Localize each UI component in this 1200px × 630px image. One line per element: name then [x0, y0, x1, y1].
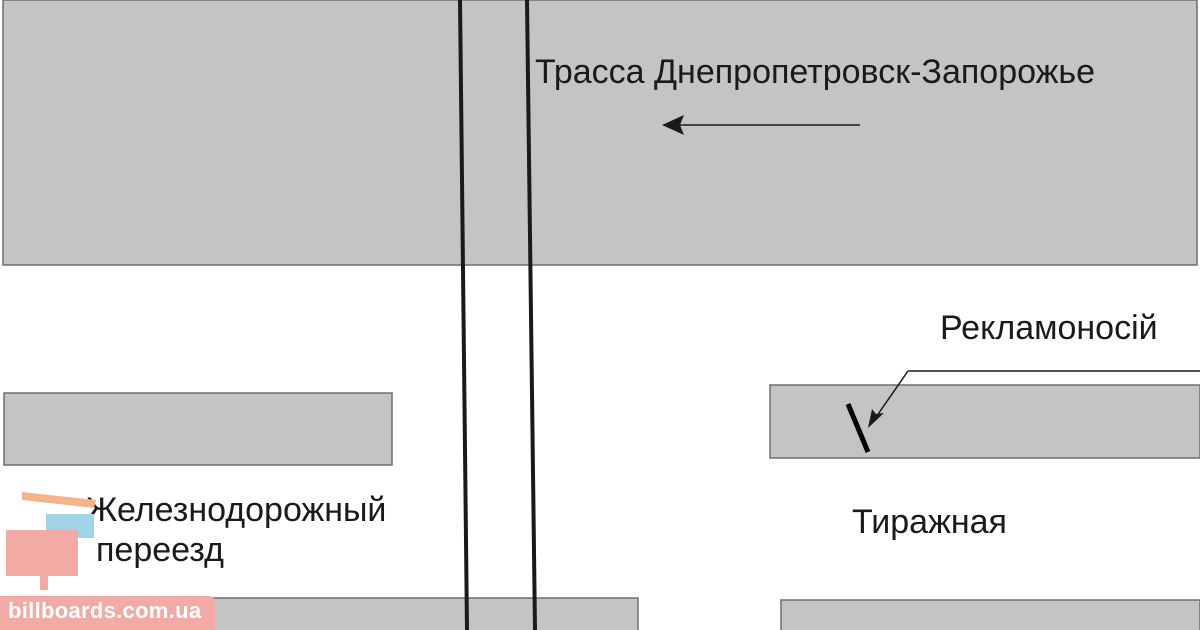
block-right-middle: [769, 384, 1200, 459]
highway-block: [2, 0, 1198, 266]
billboard-marker-icon: [845, 403, 871, 453]
block-bottom-left: [179, 597, 639, 630]
railway-track-left: [458, 0, 469, 630]
railway-track-right: [525, 0, 537, 630]
watermark-text: billboards.com.ua: [8, 598, 202, 623]
billboard-logo-icon: [6, 492, 96, 590]
railway-crossing-line2: переезд: [96, 531, 224, 569]
block-bottom-right: [780, 599, 1200, 630]
highway-label: Трасса Днепропетровск-Запорожье: [535, 53, 1096, 91]
billboard-label: Рекламоносій: [940, 309, 1158, 347]
railway-crossing-label: Железнодорожный переезд: [86, 490, 386, 570]
railway-crossing-line1: Железнодорожный: [86, 491, 387, 529]
arrow-pointer-icon: [868, 370, 1200, 428]
watermark-badge: billboards.com.ua: [0, 596, 215, 630]
street-label: Тиражная: [852, 503, 1007, 541]
block-left-middle: [3, 392, 393, 466]
arrow-left-icon: [662, 115, 860, 135]
